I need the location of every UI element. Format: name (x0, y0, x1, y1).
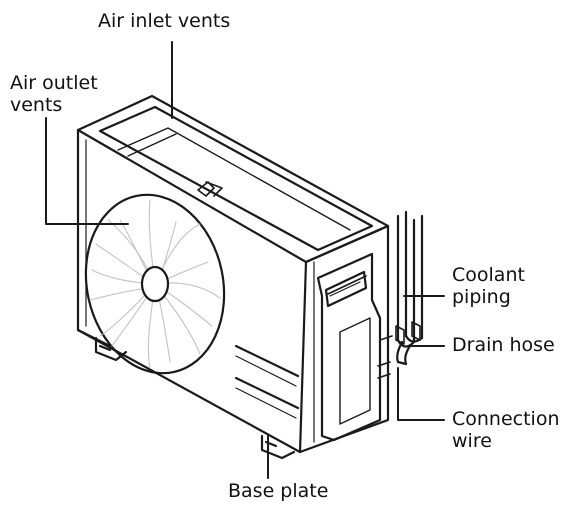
label-air-inlet-vents: Air inlet vents (98, 10, 230, 32)
label-connection-line1: Connection (452, 408, 560, 430)
label-air-outlet-line1: Air outlet (10, 72, 98, 94)
label-connection-wire: Connection wire (452, 408, 560, 452)
cabinet-side (300, 226, 392, 452)
label-connection-line2: wire (452, 430, 560, 452)
label-base-plate: Base plate (228, 480, 328, 502)
label-drain-hose: Drain hose (452, 334, 555, 356)
label-air-outlet-vents: Air outlet vents (10, 72, 98, 116)
label-coolant-line2: piping (452, 286, 525, 308)
fan-hub (142, 267, 168, 301)
cabinet-front (78, 130, 306, 452)
label-coolant-piping: Coolant piping (452, 264, 525, 308)
arrow-mark (198, 182, 222, 196)
label-air-outlet-line2: vents (10, 94, 98, 116)
leader-lines (46, 42, 444, 478)
label-coolant-line1: Coolant (452, 264, 525, 286)
coolant-piping (396, 212, 422, 347)
cabinet-top (78, 96, 388, 262)
